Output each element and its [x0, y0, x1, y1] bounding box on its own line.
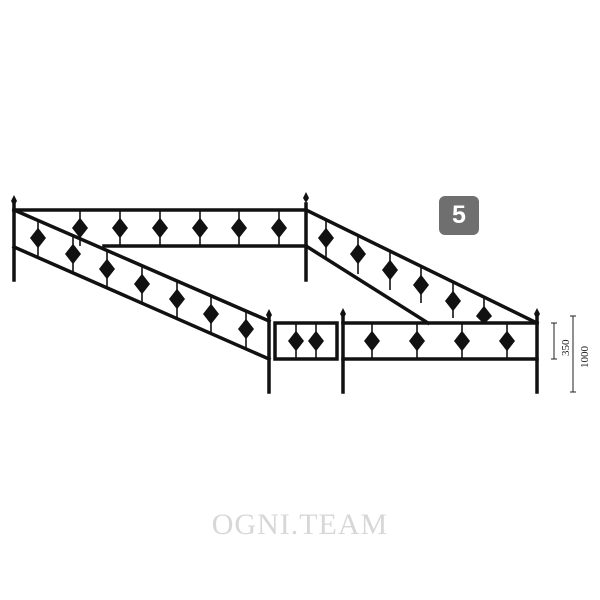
section-height-label: 350	[560, 339, 572, 357]
ornament-front	[363, 323, 516, 359]
total-height-label: 1000	[579, 346, 591, 368]
ornament-left	[29, 220, 255, 348]
post-cap-front-left	[266, 309, 272, 320]
left-top-rail	[11, 207, 272, 324]
watermark-text: OGNI.TEAM	[211, 508, 389, 541]
ornament-back	[71, 210, 288, 246]
dimension-line-1000	[570, 315, 576, 393]
post-cap-gate-right	[340, 308, 346, 319]
ornament-right	[317, 220, 493, 325]
dimension-line-350	[551, 322, 557, 360]
post-cap-back-left	[11, 195, 17, 206]
right-bottom-rail	[303, 243, 431, 326]
post-cap-front-right	[534, 308, 540, 319]
gate-frame	[273, 321, 339, 361]
model-number-badge: 5	[439, 196, 479, 235]
ornament-gate	[287, 323, 325, 359]
post-cap-back-right	[303, 192, 309, 203]
